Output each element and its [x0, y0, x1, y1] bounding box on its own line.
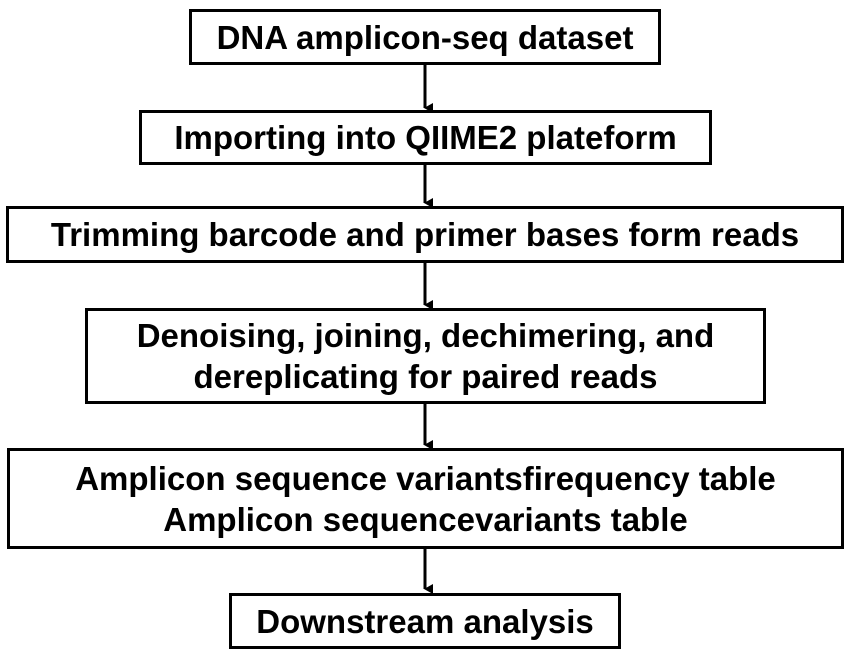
step-label-line-1: Amplicon sequence variantsfirequency tab… [75, 459, 776, 497]
step-label-line-2: Amplicon sequencevariants table [163, 500, 688, 538]
step-label: DNA amplicon-seq dataset [216, 18, 634, 56]
step-label: Importing into QIIME2 plateform [174, 119, 677, 156]
step-importing-into-qiime2: Importing into QIIME2 plateform [139, 110, 712, 165]
step-amplicon-sequence-variants-tables: Amplicon sequence variantsfirequency tab… [7, 448, 844, 549]
step-label-line-2: dereplicating for paired reads [193, 358, 658, 395]
step-label-line-1: Denoising, joining, dechimering, and [136, 317, 715, 354]
step-label: Trimming barcode and primer bases form r… [50, 216, 800, 253]
step-downstream-analysis: Downstream analysis [229, 593, 621, 649]
step-label: Downstream analysis [256, 602, 594, 640]
step-dna-amplicon-seq-dataset: DNA amplicon-seq dataset [189, 9, 661, 65]
step-trimming-barcode-and-primer: Trimming barcode and primer bases form r… [6, 206, 844, 263]
step-denoising-joining-dechimering: Denoising, joining, dechimering, and der… [85, 308, 766, 404]
